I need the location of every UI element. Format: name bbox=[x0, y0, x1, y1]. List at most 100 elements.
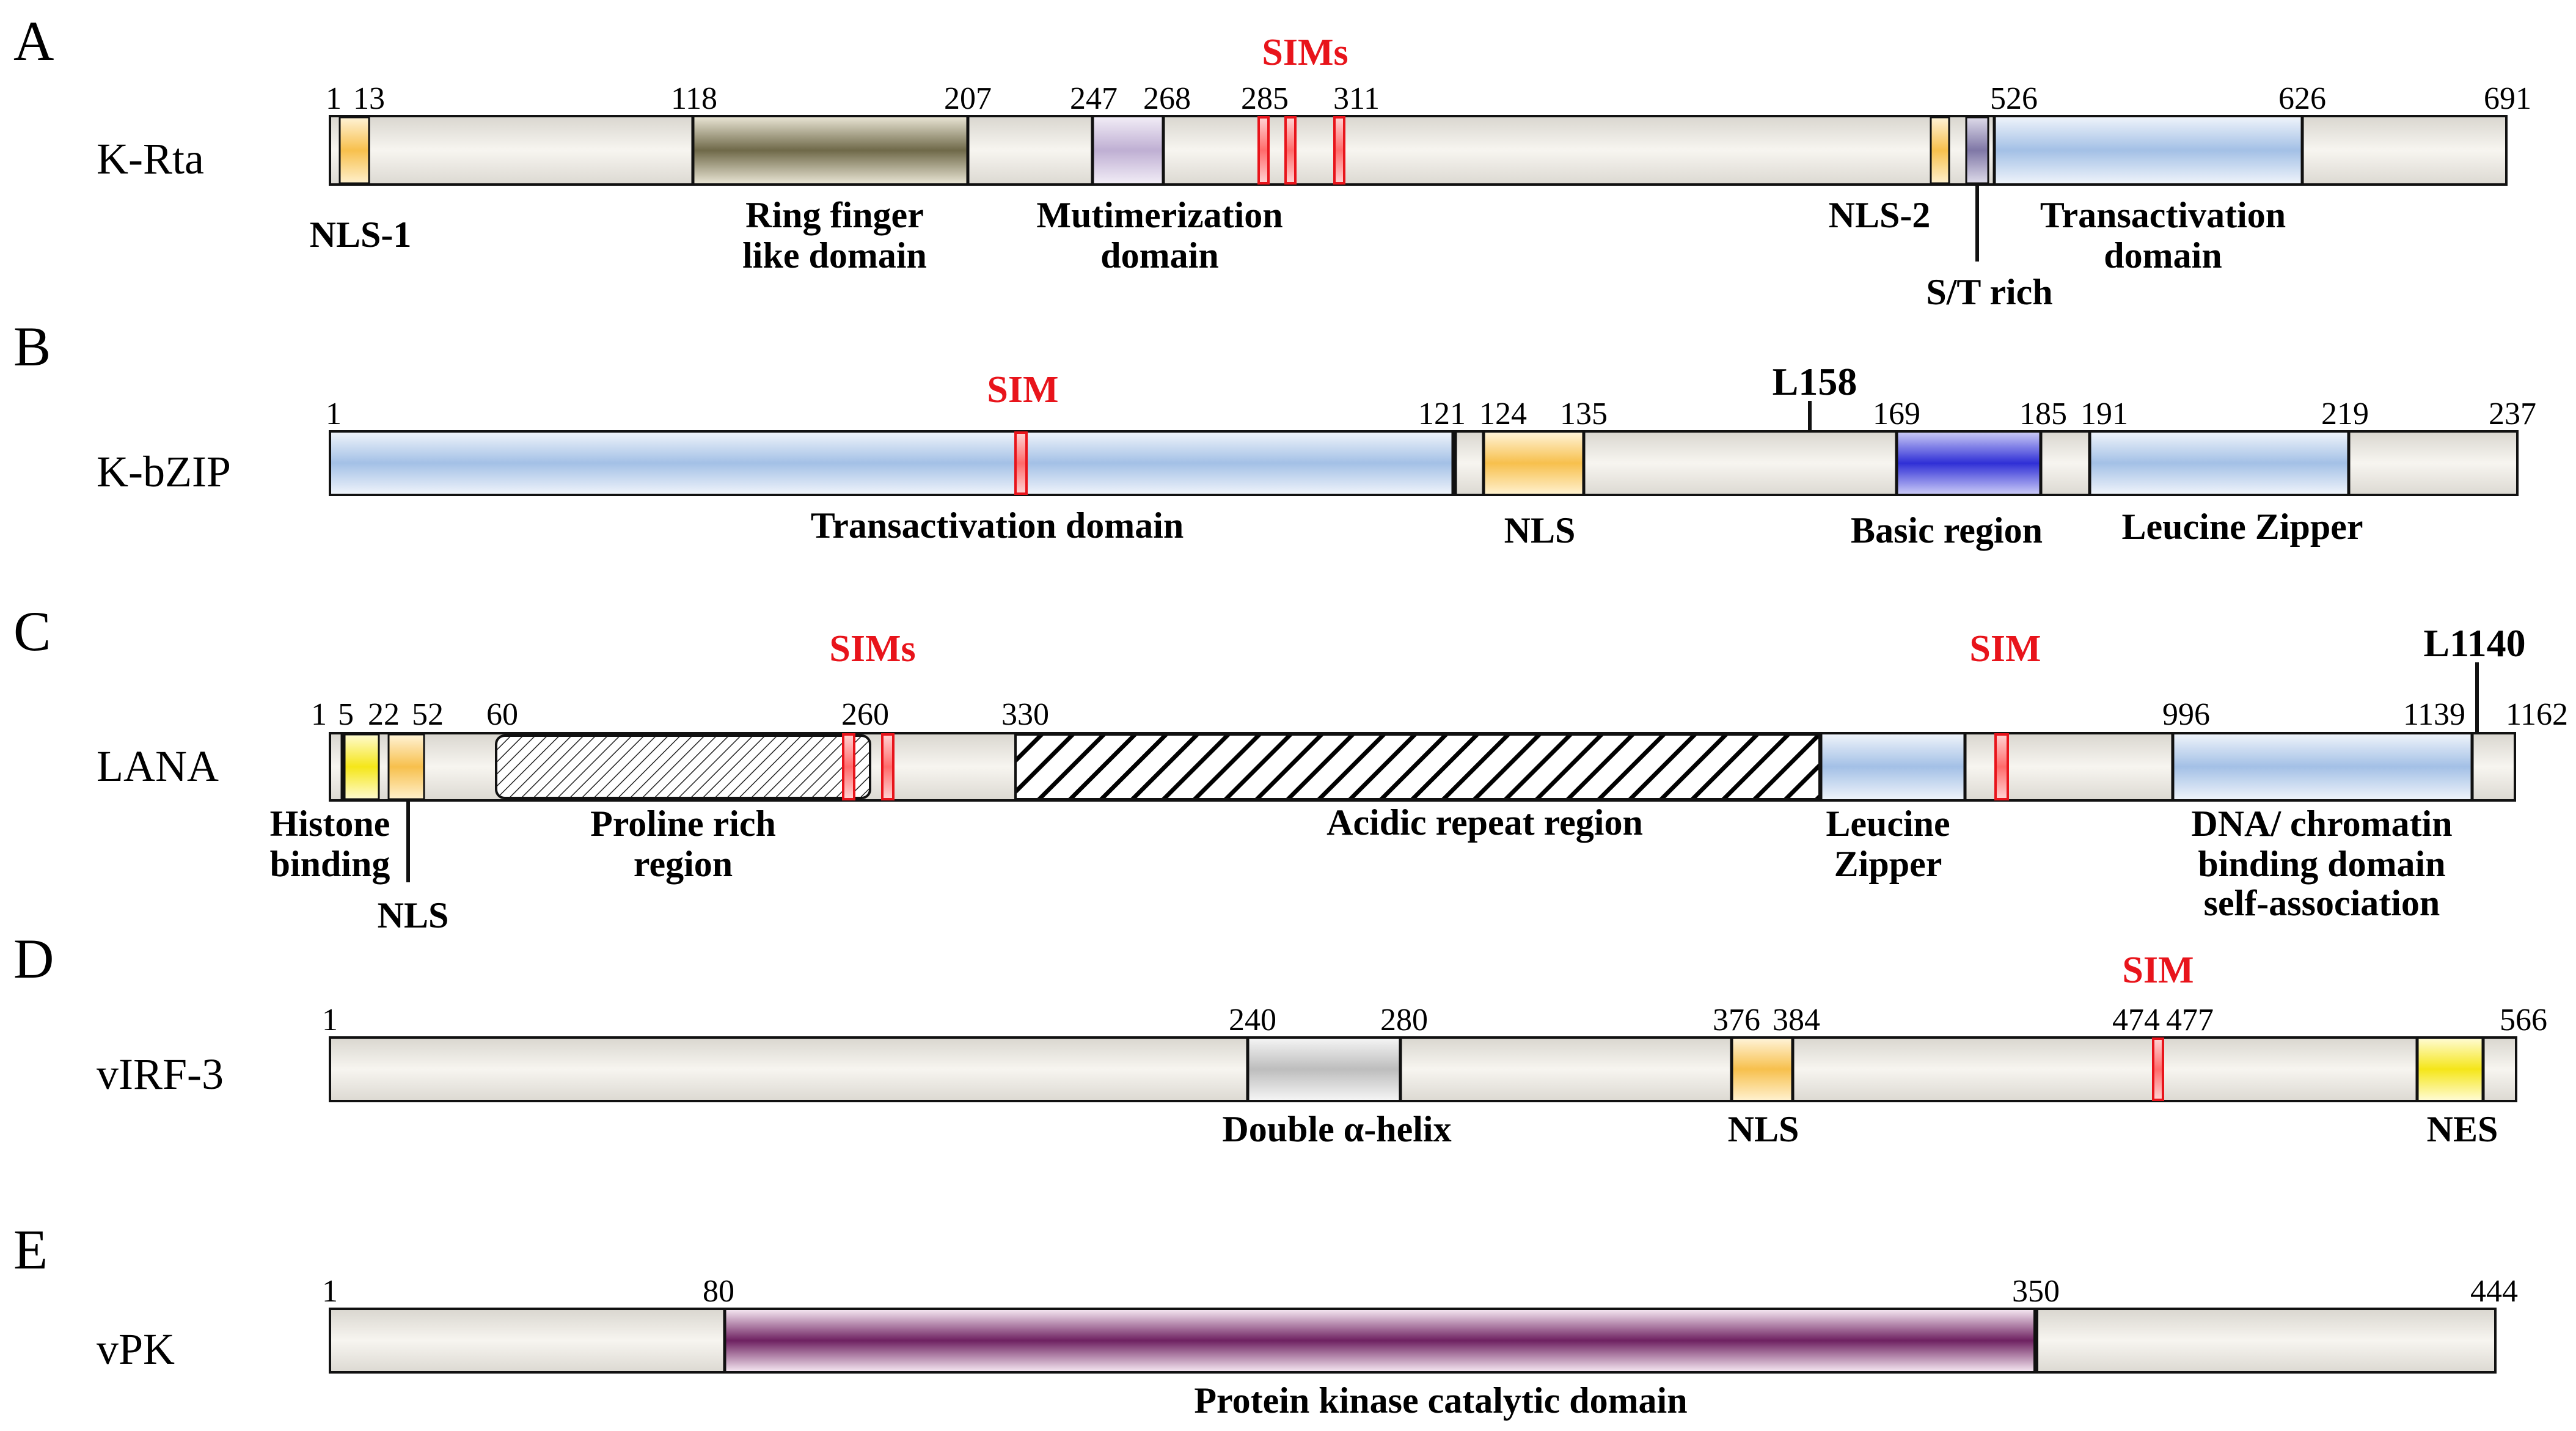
k-bzip-pos-237: 237 bbox=[2489, 397, 2536, 431]
lana-pos-330: 330 bbox=[1001, 697, 1049, 732]
vpk-pos-80: 80 bbox=[703, 1274, 734, 1309]
virf-3-boundaries bbox=[1246, 1038, 2485, 1101]
k-rta-label-nls-1: NLS-1 bbox=[310, 214, 412, 255]
lana-pos-5: 5 bbox=[338, 697, 354, 732]
lana-position-labels: 1 5 22 52 60 260 330 996 1139 1162 bbox=[311, 697, 2568, 732]
virf-3-pos-566: 566 bbox=[2500, 1003, 2547, 1038]
k-rta-transactivation-domain bbox=[1994, 117, 2302, 183]
virf-3-nes-domain bbox=[2417, 1039, 2483, 1100]
k-bzip-label-transactivation: Transactivation domain bbox=[811, 505, 1184, 546]
k-bzip-marker-l158: L158 bbox=[1773, 360, 1857, 403]
k-rta-sim-1 bbox=[1257, 116, 1270, 185]
k-rta-pos-118: 118 bbox=[671, 81, 717, 116]
k-rta-pos-526: 526 bbox=[1990, 81, 2038, 116]
k-rta-label-nls-2: NLS-2 bbox=[1829, 195, 1931, 235]
k-bzip-domain-labels: Transactivation domain NLS Basic region … bbox=[811, 505, 2363, 551]
k-rta-pos-13: 13 bbox=[353, 81, 385, 116]
lana-pos-52: 52 bbox=[412, 697, 444, 732]
k-rta-nls-1-domain bbox=[338, 116, 370, 185]
lana-proline-rich-region bbox=[495, 734, 871, 799]
sims-title-a: SIMs bbox=[1262, 32, 1348, 73]
k-bzip-label-nls: NLS bbox=[1504, 510, 1576, 551]
k-bzip-pos-219: 219 bbox=[2321, 397, 2369, 431]
lana-pos-60: 60 bbox=[486, 697, 518, 732]
vpk-pos-444: 444 bbox=[2470, 1274, 2518, 1309]
sim-title-c: SIM bbox=[1969, 628, 2041, 670]
virf-3-nls-domain bbox=[1732, 1039, 1793, 1100]
k-bzip-transactivation-domain bbox=[331, 433, 1454, 494]
k-bzip-sim bbox=[1014, 431, 1028, 495]
protein-name-lana: LANA bbox=[97, 742, 219, 791]
vpk-position-labels: 1 80 350 444 bbox=[322, 1274, 2518, 1309]
lana-marker-l1140: L1140 bbox=[2423, 621, 2525, 665]
k-rta-pos-1: 1 bbox=[326, 81, 342, 116]
vpk-kinase-domain bbox=[725, 1310, 2036, 1371]
k-bzip-boundaries bbox=[1451, 431, 2351, 495]
virf-3-pos-376: 376 bbox=[1713, 1003, 1760, 1038]
vpk-label-kinase-domain: Protein kinase catalytic domain bbox=[1194, 1380, 1687, 1421]
panel-e: E vPK 1 80 350 444 Protein kinase cataly… bbox=[13, 1218, 2518, 1421]
k-rta-pos-311: 311 bbox=[1333, 81, 1380, 116]
protein-name-virf-3: vIRF-3 bbox=[97, 1050, 224, 1099]
k-rta-boundaries bbox=[691, 116, 2304, 185]
virf-3-label-double-helix: Double α-helix bbox=[1222, 1109, 1451, 1149]
lana-pos-996: 996 bbox=[2162, 697, 2210, 732]
lana-pos-260: 260 bbox=[841, 697, 889, 732]
panel-letter-c: C bbox=[13, 600, 51, 662]
panel-letter-b: B bbox=[13, 315, 51, 378]
lana-pos-1139: 1139 bbox=[2403, 697, 2465, 732]
k-bzip-pos-135: 135 bbox=[1560, 397, 1608, 431]
protein-name-k-rta: K-Rta bbox=[97, 134, 204, 183]
k-rta-pos-285: 285 bbox=[1241, 81, 1289, 116]
k-bzip-label-leucine-zipper: Leucine Zipper bbox=[2121, 507, 2363, 547]
k-rta-pos-207: 207 bbox=[944, 81, 992, 116]
k-bzip-pos-1: 1 bbox=[326, 397, 342, 431]
virf-3-double-helix-domain bbox=[1248, 1039, 1400, 1100]
k-rta-pos-268: 268 bbox=[1143, 81, 1191, 116]
virf-3-position-labels: 1 240 280 376 384 474 477 566 bbox=[322, 1003, 2547, 1038]
lana-nls-domain bbox=[387, 733, 425, 800]
protein-name-vpk: vPK bbox=[97, 1325, 175, 1374]
vpk-pos-1: 1 bbox=[322, 1274, 338, 1309]
panel-c: C LANA SIMs SIM L1140 1 5 22 52 60 260 3… bbox=[13, 600, 2568, 935]
virf-3-label-nes: NES bbox=[2427, 1109, 2498, 1149]
k-bzip-position-labels: 1 121 124 135 169 185 191 219 237 bbox=[326, 397, 2536, 431]
panel-b: B K-bZIP SIM L158 1 121 124 135 169 185 … bbox=[13, 315, 2536, 551]
k-bzip-pos-169: 169 bbox=[1873, 397, 1920, 431]
k-rta-nls-2-domain bbox=[1930, 116, 1950, 185]
virf-3-pos-477: 477 bbox=[2166, 1003, 2214, 1038]
lana-pos-22: 22 bbox=[368, 697, 400, 732]
virf-3-sim bbox=[2152, 1038, 2164, 1101]
protein-name-k-bzip: K-bZIP bbox=[97, 447, 231, 496]
k-rta-ring-finger-domain bbox=[693, 117, 968, 183]
vpk-pos-350: 350 bbox=[2012, 1274, 2060, 1309]
vpk-boundaries bbox=[723, 1309, 2038, 1372]
k-bzip-nls-domain bbox=[1484, 433, 1584, 494]
k-bzip-pos-121: 121 bbox=[1418, 397, 1466, 431]
k-rta-position-labels: 1 13 118 207 247 268 285 311 526 626 691 bbox=[326, 81, 2531, 116]
sim-title-b: SIM bbox=[987, 369, 1058, 411]
k-rta-pos-691: 691 bbox=[2484, 81, 2531, 116]
k-bzip-pos-191: 191 bbox=[2080, 397, 2128, 431]
virf-3-domain-labels: Double α-helix NLS NES bbox=[1222, 1109, 2498, 1149]
k-bzip-pos-185: 185 bbox=[2019, 397, 2067, 431]
k-rta-pos-247: 247 bbox=[1070, 81, 1118, 116]
lana-sim-2 bbox=[881, 733, 895, 800]
k-bzip-label-basic-region: Basic region bbox=[1851, 510, 2043, 551]
panel-a: A K-Rta SIMs 1 13 118 207 247 268 285 31… bbox=[13, 10, 2531, 312]
virf-3-pos-1: 1 bbox=[322, 1003, 338, 1038]
lana-pos-1: 1 bbox=[311, 697, 327, 732]
lana-acidic-repeat-region bbox=[1014, 733, 1821, 800]
k-rta-sim-3 bbox=[1333, 116, 1345, 185]
virf-3-pos-240: 240 bbox=[1229, 1003, 1276, 1038]
lana-pos-1162: 1162 bbox=[2506, 697, 2568, 732]
sims-title-c: SIMs bbox=[829, 628, 915, 670]
lana-boundaries bbox=[340, 733, 2474, 800]
lana-dna-chromatin-binding-domain bbox=[2173, 734, 2472, 799]
